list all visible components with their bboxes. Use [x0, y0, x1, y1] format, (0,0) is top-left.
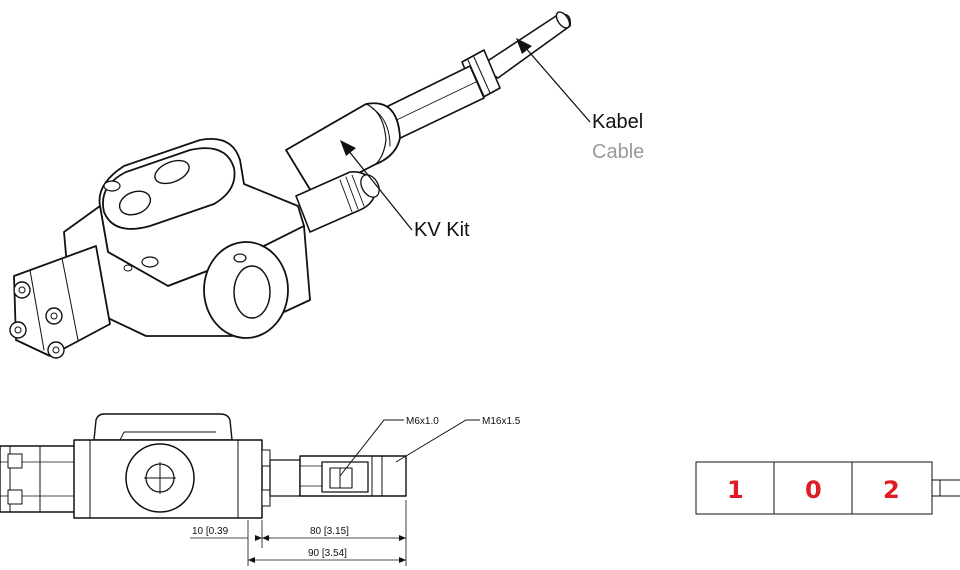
side-view-drawing — [0, 413, 407, 519]
callout-kv-kit: KV Kit — [414, 219, 470, 241]
isometric-valve-view — [9, 11, 572, 359]
callout-cable-de: Kabel — [592, 111, 643, 133]
dimension-80: 80 [3.15] — [310, 526, 349, 537]
position-indicator — [695, 461, 960, 515]
position-0: 0 — [805, 476, 822, 504]
dimension-10: 10 [0.39 — [192, 526, 229, 537]
thread-leaders — [339, 419, 480, 477]
position-2: 2 — [883, 476, 900, 504]
callout-leaders — [340, 38, 591, 231]
dimension-90: 90 [3.54] — [308, 548, 347, 559]
callout-cable-en: Cable — [592, 141, 644, 163]
position-1: 1 — [727, 476, 744, 504]
thread-label-m6: M6x1.0 — [406, 416, 439, 427]
dimension-lines — [190, 500, 407, 566]
thread-label-m16: M16x1.5 — [482, 416, 521, 427]
